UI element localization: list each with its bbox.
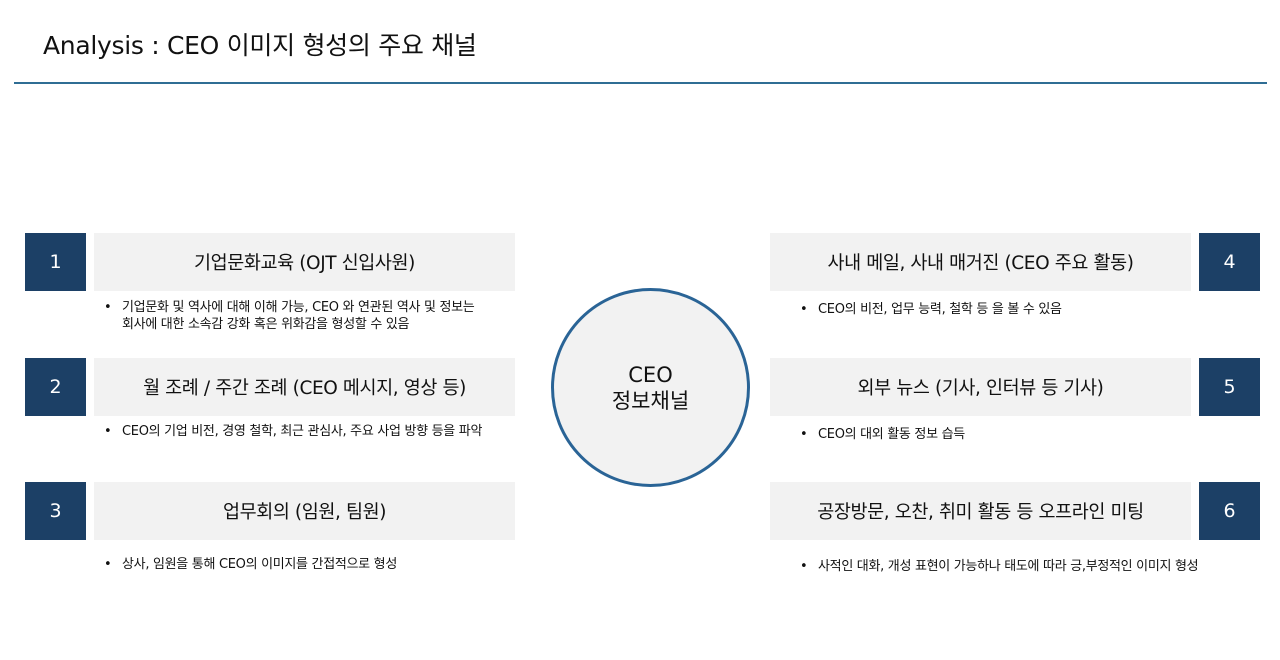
title-divider <box>14 82 1267 84</box>
channel-1-label: 기업문화교육 (OJT 신입사원) <box>94 233 515 291</box>
channel-3-label: 업무회의 (임원, 팀원) <box>94 482 515 540</box>
channel-2-label: 월 조례 / 주간 조례 (CEO 메시지, 영상 등) <box>94 358 515 416</box>
channel-1-number: 1 <box>25 233 86 291</box>
bullet-line: 회사에 대한 소속감 강화 혹은 위화감을 형성할 수 있음 <box>122 317 410 332</box>
channel-5-bullets: CEO의 대외 활동 정보 습득 <box>800 426 965 443</box>
channel-6-bullets: 사적인 대화, 개성 표현이 가능하나 태도에 따라 긍,부정적인 이미지 형성 <box>800 558 1199 575</box>
page-title: Analysis : CEO 이미지 형성의 주요 채널 <box>43 31 477 60</box>
channel-3-bullets: 상사, 임원을 통해 CEO의 이미지를 간접적으로 형성 <box>104 556 397 573</box>
channel-6-number: 6 <box>1199 482 1260 540</box>
center-title: CEO <box>628 362 673 387</box>
channel-5-bullet: CEO의 대외 활동 정보 습득 <box>800 426 965 443</box>
channel-6-label: 공장방문, 오찬, 취미 활동 등 오프라인 미팅 <box>770 482 1191 540</box>
channel-3-number: 3 <box>25 482 86 540</box>
channel-6-bullet: 사적인 대화, 개성 표현이 가능하나 태도에 따라 긍,부정적인 이미지 형성 <box>800 558 1199 575</box>
channel-4-number: 4 <box>1199 233 1260 291</box>
center-circle: CEO 정보채널 <box>551 288 750 487</box>
channel-1-bullet: 기업문화 및 역사에 대해 이해 가능, CEO 와 연관된 역사 및 정보는회… <box>104 299 475 333</box>
channel-4-bullets: CEO의 비전, 업무 능력, 철학 등 을 볼 수 있음 <box>800 301 1062 318</box>
channel-2-bullet: CEO의 기업 비전, 경영 철학, 최근 관심사, 주요 사업 방향 등을 파… <box>104 423 482 440</box>
bullet-line: 기업문화 및 역사에 대해 이해 가능, CEO 와 연관된 역사 및 정보는 <box>122 300 475 315</box>
center-subtitle: 정보채널 <box>611 388 690 413</box>
channel-5-label: 외부 뉴스 (기사, 인터뷰 등 기사) <box>770 358 1191 416</box>
channel-2-number: 2 <box>25 358 86 416</box>
channel-2-bullets: CEO의 기업 비전, 경영 철학, 최근 관심사, 주요 사업 방향 등을 파… <box>104 423 482 440</box>
channel-4-label: 사내 메일, 사내 매거진 (CEO 주요 활동) <box>770 233 1191 291</box>
channel-1-bullets: 기업문화 및 역사에 대해 이해 가능, CEO 와 연관된 역사 및 정보는회… <box>104 299 475 333</box>
channel-5-number: 5 <box>1199 358 1260 416</box>
channel-3-bullet: 상사, 임원을 통해 CEO의 이미지를 간접적으로 형성 <box>104 556 397 573</box>
channel-4-bullet: CEO의 비전, 업무 능력, 철학 등 을 볼 수 있음 <box>800 301 1062 318</box>
